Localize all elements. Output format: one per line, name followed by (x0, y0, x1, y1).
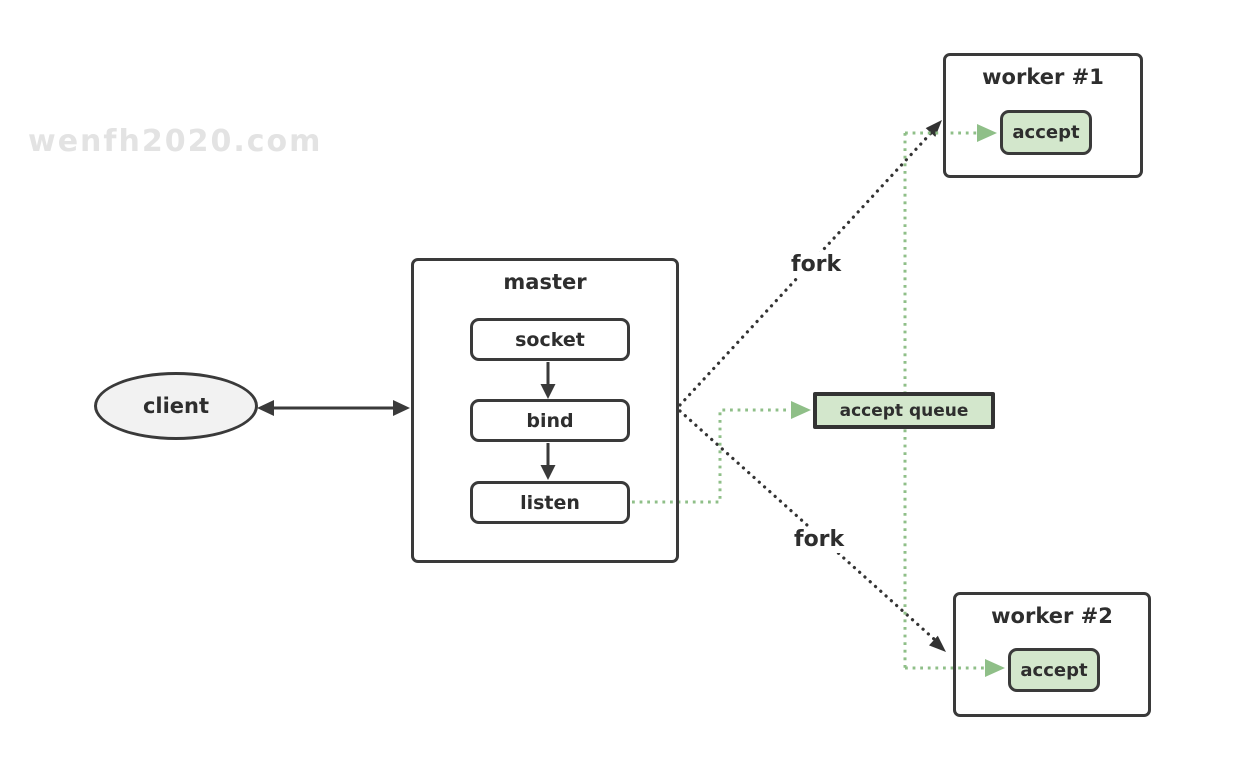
client-master-arrow (257, 400, 410, 416)
socket-label: socket (515, 328, 585, 351)
listen-label: listen (520, 491, 580, 514)
master-node: master (411, 258, 679, 563)
fork-arrow-lower (678, 409, 946, 652)
bind-label: bind (526, 409, 574, 432)
worker2-accept-label: accept (1020, 659, 1088, 681)
worker1-title: worker #1 (982, 65, 1104, 89)
worker2-node: worker #2 (953, 592, 1151, 717)
accept-queue-node: accept queue (813, 392, 995, 429)
worker1-accept-label: accept (1012, 122, 1080, 143)
worker2-accept-node: accept (1008, 648, 1100, 692)
queue-to-worker1-arrow (905, 124, 997, 142)
fork-label-lower: fork (792, 527, 847, 553)
fork-label-upper: fork (789, 252, 844, 278)
bind-node: bind (470, 399, 630, 442)
worker2-title: worker #2 (991, 604, 1113, 628)
client-node: client (94, 372, 258, 440)
listen-to-queue-arrow (632, 401, 811, 504)
master-title: master (503, 270, 587, 294)
watermark: wenfh2020.com (28, 124, 323, 159)
accept-queue-label: accept queue (839, 400, 969, 421)
listen-node: listen (470, 481, 630, 524)
bind-to-listen-arrow (540, 443, 556, 480)
socket-to-bind-arrow (540, 362, 556, 399)
socket-node: socket (470, 318, 630, 361)
client-label: client (142, 394, 210, 418)
worker1-accept-node: accept (1000, 110, 1092, 155)
worker1-node: worker #1 (943, 53, 1143, 178)
queue-to-worker2-arrow (905, 659, 1005, 677)
